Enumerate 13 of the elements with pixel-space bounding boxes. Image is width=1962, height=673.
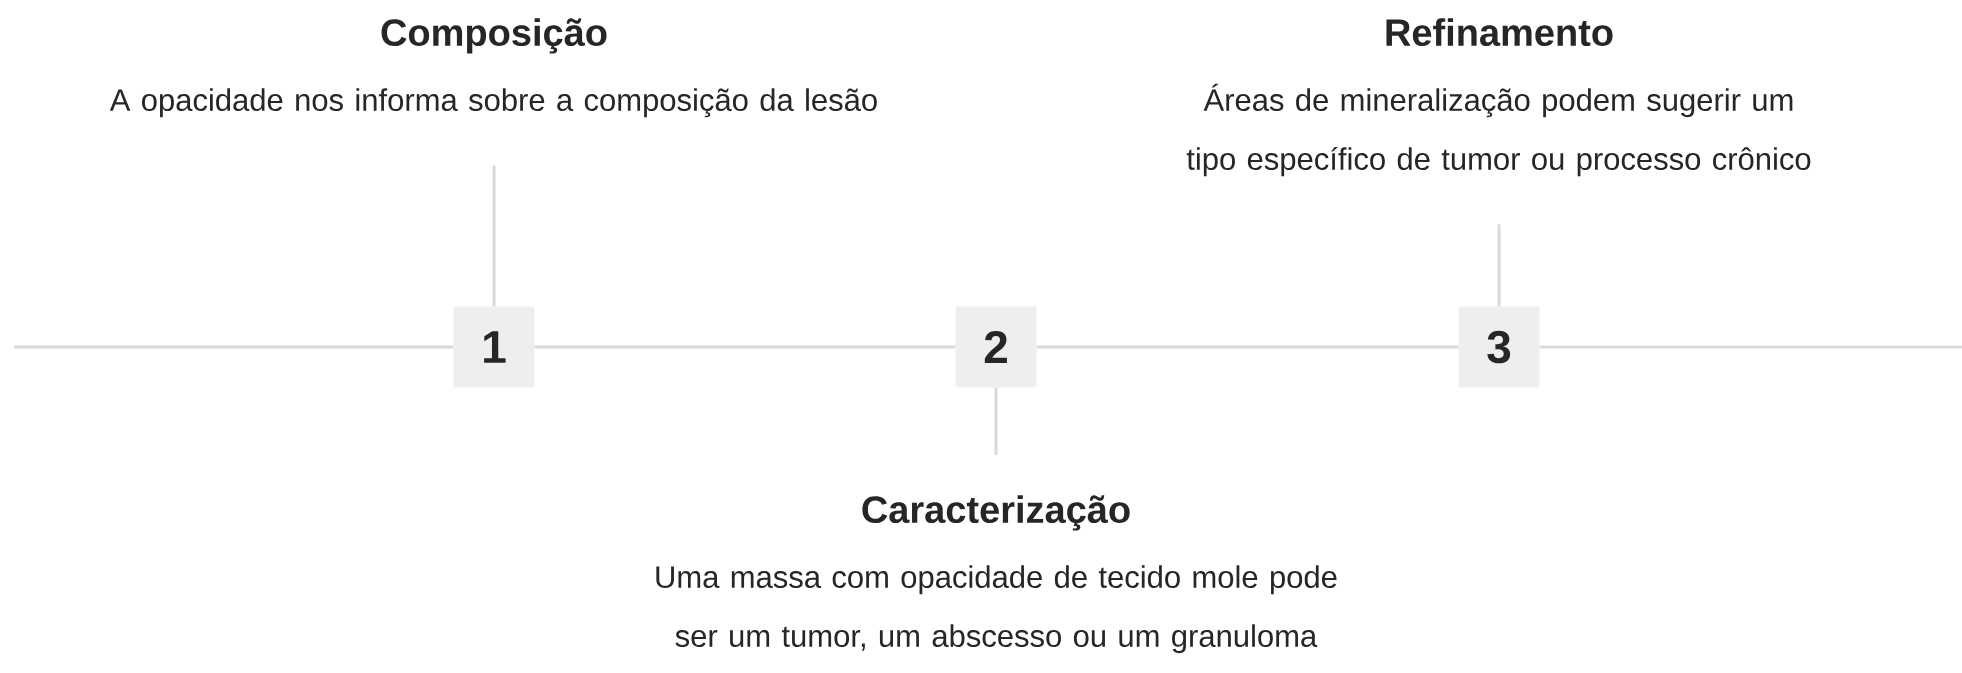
step-text: Refinamento Áreas de mineralização podem sugerir um tipo específico de tumor ou processo crônico xyxy=(1186,18,1811,177)
connector-line xyxy=(492,165,496,307)
connector-line xyxy=(534,345,956,349)
number-box: 2 xyxy=(955,306,1037,388)
connector-line xyxy=(1036,345,1459,349)
step-text: Caracterização Uma massa com opacidade de tecido mole pode ser um tumor, um abscesso ou um granuloma xyxy=(656,495,1337,654)
connector-line xyxy=(1539,345,1962,349)
number-box: 1 xyxy=(453,306,535,388)
number-box: 3 xyxy=(1458,306,1540,388)
step-text: Composição A opacidade nos informa sobre a composição da lesão xyxy=(109,18,877,118)
connector-line xyxy=(994,387,998,455)
connector-line xyxy=(14,345,454,349)
connector-line xyxy=(1497,224,1501,307)
